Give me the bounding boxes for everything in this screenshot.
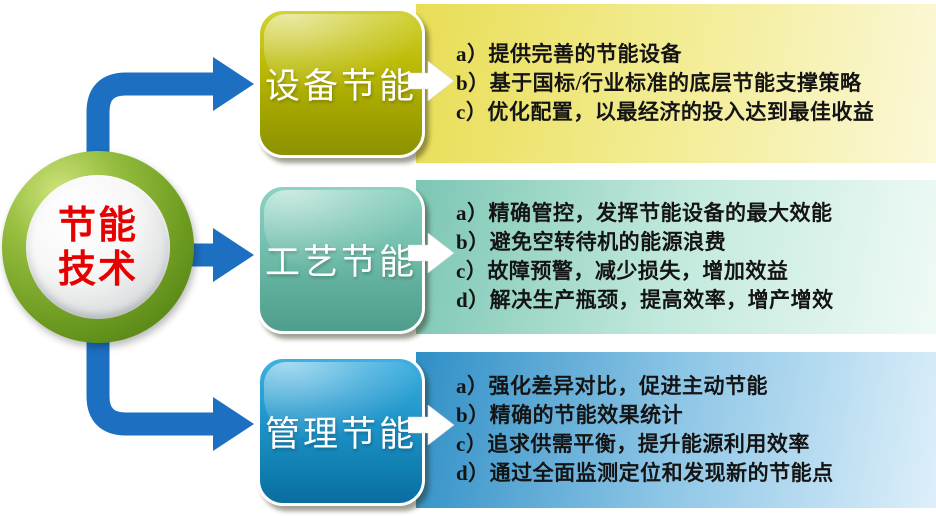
- hub-title-line1: 节能: [57, 202, 138, 247]
- list-item: b）避免空转待机的能源浪费: [456, 230, 727, 254]
- node-process-label: 工艺节能: [264, 242, 417, 282]
- connector-top: [86, 57, 254, 176]
- node-management: 管理节能: [257, 356, 425, 506]
- right-arrow-icon: [408, 233, 455, 273]
- hub-title-line2: 技术: [57, 247, 138, 291]
- list-item: b）基于国标/行业标准的底层节能支撑策略: [456, 71, 862, 95]
- node-process: 工艺节能: [257, 184, 425, 334]
- list-item: c）优化配置，以最经济的投入达到最佳收益: [456, 100, 875, 124]
- node-management-label: 管理节能: [264, 414, 417, 454]
- list-item: b）精确的节能效果统计: [456, 403, 684, 427]
- node-equipment-label: 设备节能: [264, 66, 417, 106]
- list-item: a）提供完善的节能设备: [456, 42, 682, 66]
- right-arrow-icon: [408, 61, 455, 101]
- connector-bottom: [86, 330, 254, 451]
- panel-process: a）精确管控，发挥节能设备的最大效能 b）避免空转待机的能源浪费 c）故障预警，…: [416, 180, 936, 334]
- node-equipment: 设备节能: [257, 8, 425, 158]
- list-item: d）解决生产瓶颈，提高效率，增产增效: [456, 288, 834, 312]
- right-arrow-icon: [408, 405, 455, 445]
- list-item: a）精确管控，发挥节能设备的最大效能: [456, 201, 833, 225]
- panel-management: a）强化差异对比，促进主动节能 b）精确的节能效果统计 c）追求供需平衡，提升能…: [416, 352, 936, 508]
- panel-equipment: a）提供完善的节能设备 b）基于国标/行业标准的底层节能支撑策略 c）优化配置，…: [416, 4, 936, 163]
- hub-sphere: 节能 技术: [26, 175, 170, 319]
- list-item: a）强化差异对比，促进主动节能: [456, 374, 768, 398]
- hub-title: 节能 技术: [58, 203, 138, 291]
- list-item: d）通过全面监测定位和发现新的节能点: [456, 461, 834, 485]
- list-item: c）追求供需平衡，提升能源利用效率: [456, 432, 810, 456]
- list-item: c）故障预警，减少损失，增加效益: [456, 259, 789, 283]
- hub-circle: 节能 技术: [2, 151, 194, 343]
